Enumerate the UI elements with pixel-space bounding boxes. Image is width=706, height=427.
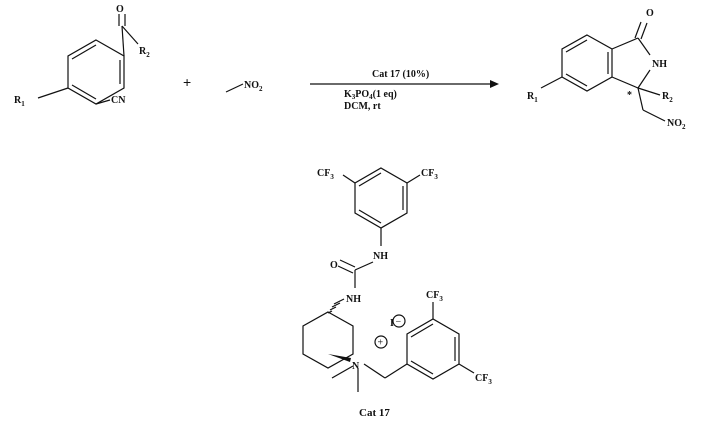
- catalyst-anion-charge-sign: −: [396, 317, 402, 328]
- reactant-1-r2-bond: [121, 25, 139, 45]
- condition-solvent-temperature: DCM, rt: [344, 101, 381, 112]
- catalyst-cf3-top-right-label: CF3: [421, 168, 438, 181]
- product-aromatic-double-bond: [565, 73, 588, 87]
- condition-base: K3PO4(1 eq): [344, 89, 397, 101]
- catalyst-urea-nh-lower-label: NH: [346, 294, 361, 305]
- product-ring-bond: [611, 37, 639, 50]
- catalyst-aryl-ring-benzyl: [406, 318, 460, 380]
- condition-catalyst: Cat 17 (10%): [372, 69, 429, 80]
- catalyst-n-methyl-bond: [331, 365, 354, 379]
- product-r1-label: R1: [527, 91, 538, 104]
- product-methylene-bond: [637, 87, 644, 111]
- plus-sign: +: [183, 74, 191, 90]
- catalyst-benzyl-bond: [384, 363, 408, 379]
- product-nitro-label: NO2: [667, 118, 686, 131]
- catalyst-cation-charge-sign: +: [378, 338, 384, 349]
- reaction-arrow-head: [490, 80, 499, 88]
- product-r2-label: R2: [662, 91, 673, 104]
- catalyst-hashed-wedge: [327, 298, 345, 314]
- reactant-1-r1-label: R1: [14, 95, 25, 108]
- reactant-1-aromatic-double-bond: [71, 84, 97, 100]
- catalyst-aromatic-double-bond: [358, 209, 382, 224]
- product-r1-bond: [540, 76, 563, 89]
- reactant-2-nitro-label: NO2: [244, 80, 263, 93]
- product-benzene-ring: [561, 34, 613, 92]
- catalyst-n-benzyl-bond: [363, 363, 386, 379]
- product-structure: [540, 21, 666, 122]
- reactant-1-structure: [37, 14, 139, 105]
- catalyst-aryl-ring-top: [354, 167, 408, 229]
- catalyst-bold-wedge: [328, 354, 351, 362]
- catalyst-urea-oxygen-label: O: [330, 260, 338, 271]
- product-carbonyl-double-bond: [640, 22, 648, 40]
- reactant-1-carbonyl-carbon-bond: [121, 25, 125, 57]
- catalyst-aromatic-double-bond: [410, 360, 434, 375]
- catalyst-cf3-benzyl-top-label: CF3: [426, 290, 443, 303]
- product-ring-bond: [611, 76, 639, 89]
- product-ring-bond: [637, 37, 651, 56]
- product-ring-bond: [637, 69, 651, 89]
- product-nh-label: NH: [652, 59, 667, 70]
- catalyst-cyclohexane-ring: [302, 311, 354, 369]
- catalyst-urea-double-bond: [339, 259, 356, 268]
- catalyst-caption: Cat 17: [359, 407, 390, 419]
- reactant-1-oxygen-label: O: [116, 4, 124, 15]
- product-aromatic-double-bond: [565, 39, 588, 53]
- product-nitro-bond: [642, 109, 666, 122]
- product-stereocenter-marker: *: [627, 90, 632, 101]
- catalyst-cf3-bond: [342, 174, 356, 184]
- reactant-2-methyl-bond: [225, 83, 244, 93]
- reactant-1-r1-bond: [37, 87, 69, 99]
- catalyst-cf3-top-left-label: CF3: [317, 168, 334, 181]
- catalyst-anion-charge-circle: [392, 314, 406, 328]
- reactant-1-cn-label: CN: [111, 95, 126, 106]
- catalyst-structure: [302, 167, 475, 392]
- product-r2-bond: [637, 87, 661, 96]
- catalyst-iodide-label: I: [390, 318, 394, 329]
- catalyst-urea-double-bond: [337, 265, 354, 274]
- catalyst-aromatic-double-bond: [358, 172, 382, 187]
- catalyst-urea-nh-upper-label: NH: [373, 251, 388, 262]
- catalyst-cf3-bond: [458, 363, 475, 374]
- reactant-1-cn-bond: [95, 99, 111, 105]
- catalyst-aromatic-double-bond: [410, 323, 434, 338]
- reactant-1-r2-label: R2: [139, 46, 150, 59]
- catalyst-nh-carbonyl-bond: [354, 261, 374, 271]
- catalyst-cation-charge-circle: [374, 335, 388, 349]
- product-oxygen-label: O: [646, 8, 654, 19]
- catalyst-ammonium-n-label: N: [352, 361, 360, 372]
- catalyst-cf3-bond: [406, 174, 421, 184]
- reactant-1-aromatic-double-bond: [71, 44, 97, 60]
- product-carbonyl-double-bond: [634, 21, 642, 39]
- catalyst-cf3-benzyl-bottom-label: CF3: [475, 373, 492, 386]
